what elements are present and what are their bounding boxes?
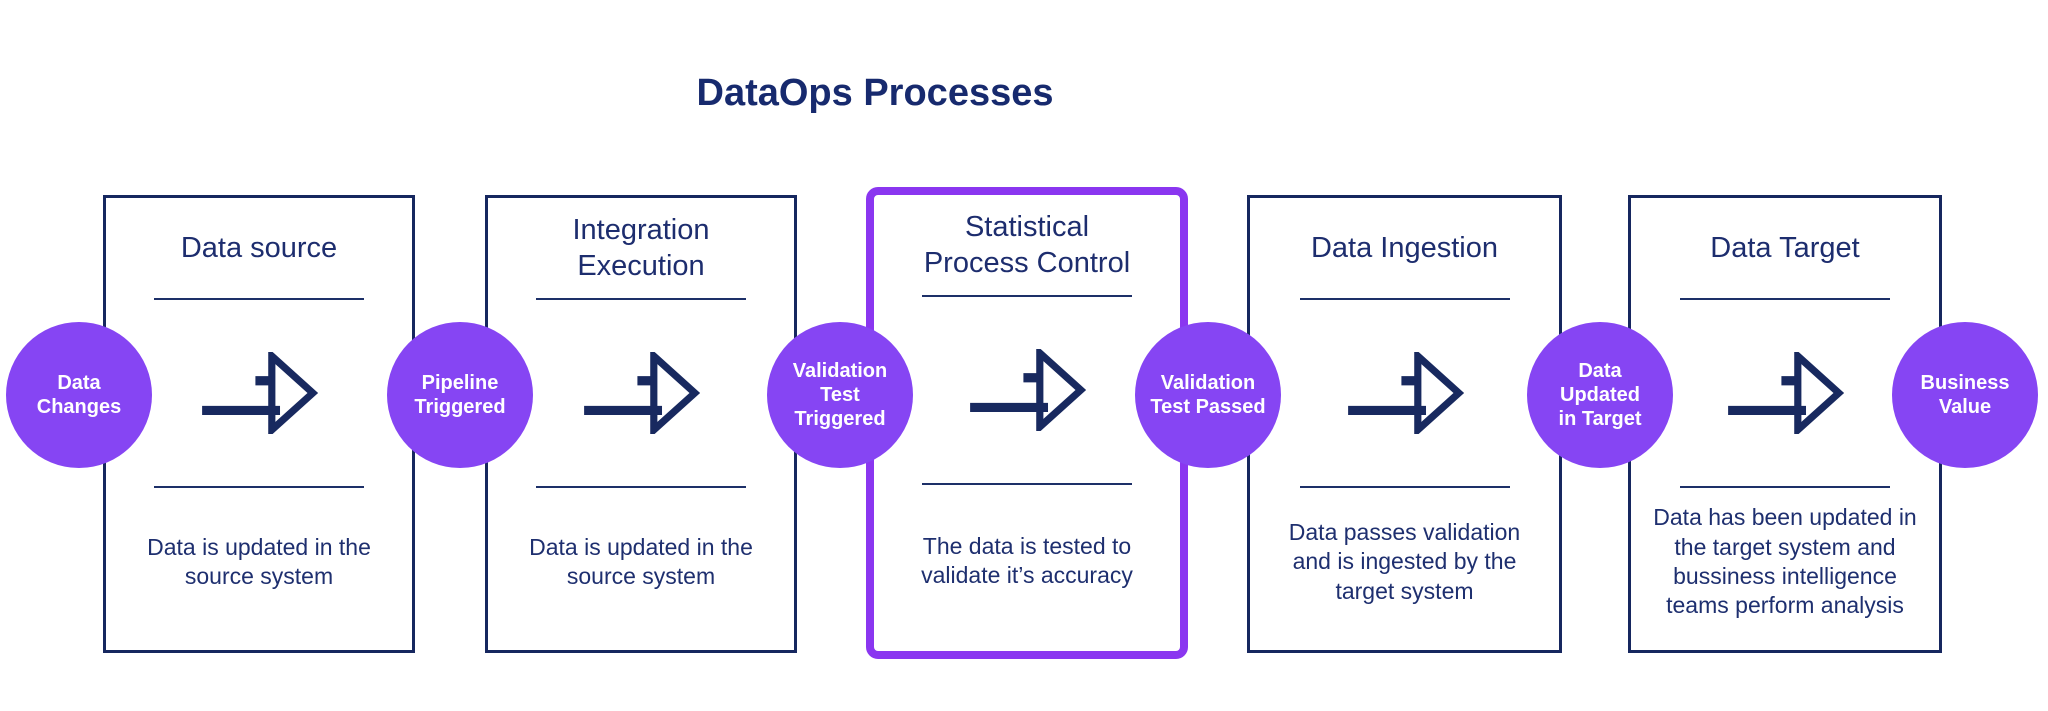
divider-line [154,486,364,488]
arrow-area [106,300,412,486]
process-box-data-target: Data Target Data has been updated in the… [1628,195,1942,653]
arrow-icon [970,349,1086,431]
connector-data-updated-in-target: Data Updated in Target [1527,322,1673,468]
process-box-data-ingestion: Data Ingestion Data passes validation an… [1247,195,1562,653]
arrow-icon [584,352,700,434]
box-title: Integration Execution [572,213,710,282]
process-box-statistical-process-control: Statistical Process Control The data is … [866,187,1188,659]
divider-line [1680,298,1890,300]
arrow-area [874,297,1180,483]
description-area: Data passes validation and is ingested b… [1250,488,1559,650]
box-title-area: Integration Execution [488,198,794,298]
divider-line [922,295,1132,297]
box-title-area: Data Target [1631,198,1939,298]
divider-line [1299,486,1510,488]
box-title-area: Data Ingestion [1250,198,1559,298]
divider-line [1680,486,1890,488]
arrow-icon [1347,352,1464,434]
arrow-icon [1728,352,1844,434]
box-title: Data Target [1710,231,1860,264]
connector-pipeline-triggered: Pipeline Triggered [387,322,533,468]
box-description: Data has been updated in the target syst… [1653,504,1917,619]
description-area: Data has been updated in the target syst… [1631,488,1939,650]
description-area: The data is tested to validate it’s accu… [874,485,1180,651]
box-title-area: Statistical Process Control [874,195,1180,295]
description-area: Data is updated in the source system [106,488,412,650]
box-description: The data is tested to validate it’s accu… [921,532,1133,588]
arrow-area [488,300,794,486]
divider-line [154,298,364,300]
arrow-area [1250,300,1559,486]
arrow-area [1631,300,1939,486]
box-description: Data is updated in the source system [147,533,371,589]
box-description: Data is updated in the source system [529,533,753,589]
description-area: Data is updated in the source system [488,488,794,650]
box-title-area: Data source [106,198,412,298]
divider-line [1299,298,1510,300]
connector-data-changes: Data Changes [6,322,152,468]
connector-validation-test-passed: Validation Test Passed [1135,322,1281,468]
diagram-title: DataOps Processes [696,72,1054,114]
process-box-data-source: Data source Data is updated in the sourc… [103,195,415,653]
box-title: Data source [180,231,338,264]
divider-line [922,483,1132,485]
connector-validation-test-triggered: Validation Test Triggered [767,322,913,468]
divider-line [536,486,746,488]
divider-line [536,298,746,300]
connector-business-value: Business Value [1892,322,2038,468]
box-title: Statistical Process Control [923,210,1131,279]
box-description: Data passes validation and is ingested b… [1288,518,1521,604]
process-box-integration-execution: Integration Execution Data is updated in… [485,195,797,653]
arrow-icon [202,352,318,434]
box-title: Data Ingestion [1310,231,1498,264]
